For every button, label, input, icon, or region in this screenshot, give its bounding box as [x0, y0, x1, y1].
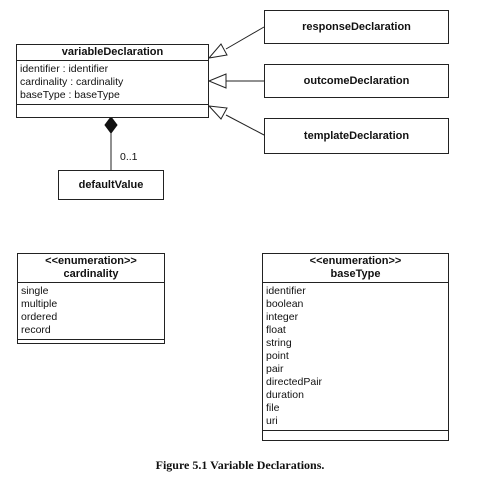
cardinality-literals: single multiple ordered record [18, 283, 164, 340]
literal-integer: integer [266, 311, 299, 323]
variable-declaration-title: variableDeclaration [17, 45, 208, 61]
basetype-enumeration-header: <<enumeration>> baseType [263, 254, 448, 283]
figure-caption: Figure 5.1 Variable Declarations. [155, 458, 325, 472]
attribute-cardinality: cardinality : cardinality [20, 76, 124, 88]
outcome-declaration-class: outcomeDeclaration [264, 64, 449, 98]
generalization-arrowhead-response [207, 43, 228, 59]
literal-identifier: identifier [266, 285, 306, 297]
cardinality-stereotype: <<enumeration>> [45, 255, 137, 267]
literal-single: single [21, 285, 49, 297]
literal-float: float [266, 324, 286, 336]
template-declaration-class: templateDeclaration [264, 118, 449, 154]
basetype-stereotype: <<enumeration>> [309, 255, 402, 267]
generalization-arrowhead-template [207, 105, 228, 120]
basetype-enumeration-title: baseType [330, 268, 381, 280]
basetype-literals: identifier boolean integer float string … [263, 283, 448, 431]
cardinality-enumeration-title: cardinality [63, 268, 119, 280]
variable-declaration-class: variableDeclaration identifier : identif… [16, 44, 209, 118]
generalization-arrowhead-outcome [207, 73, 227, 89]
cardinality-enumeration: <<enumeration>> cardinality single multi… [17, 253, 165, 344]
literal-duration: duration [266, 389, 304, 401]
default-value-class: defaultValue [58, 170, 164, 200]
literal-record: record [21, 324, 51, 336]
attribute-basetype: baseType : baseType [20, 89, 120, 101]
literal-multiple: multiple [21, 298, 58, 310]
variable-declaration-attributes: identifier : identifier cardinality : ca… [17, 61, 208, 105]
cardinality-enumeration-header: <<enumeration>> cardinality [18, 254, 164, 283]
literal-string: string [266, 337, 292, 349]
response-declaration-class: responseDeclaration [264, 10, 449, 44]
composition-diamond [104, 116, 118, 134]
literal-directedpair: directedPair [266, 376, 323, 388]
default-value-multiplicity: 0..1 [120, 151, 138, 163]
literal-point: point [266, 350, 289, 362]
generalization-response [225, 26, 265, 50]
literal-pair: pair [266, 363, 284, 375]
literal-ordered: ordered [21, 311, 58, 323]
literal-file: file [266, 402, 280, 414]
basetype-enumeration: <<enumeration>> baseType identifier bool… [262, 253, 449, 441]
literal-uri: uri [266, 415, 278, 427]
attribute-identifier: identifier : identifier [20, 63, 109, 75]
generalization-template [225, 114, 265, 136]
literal-boolean: boolean [266, 298, 304, 310]
